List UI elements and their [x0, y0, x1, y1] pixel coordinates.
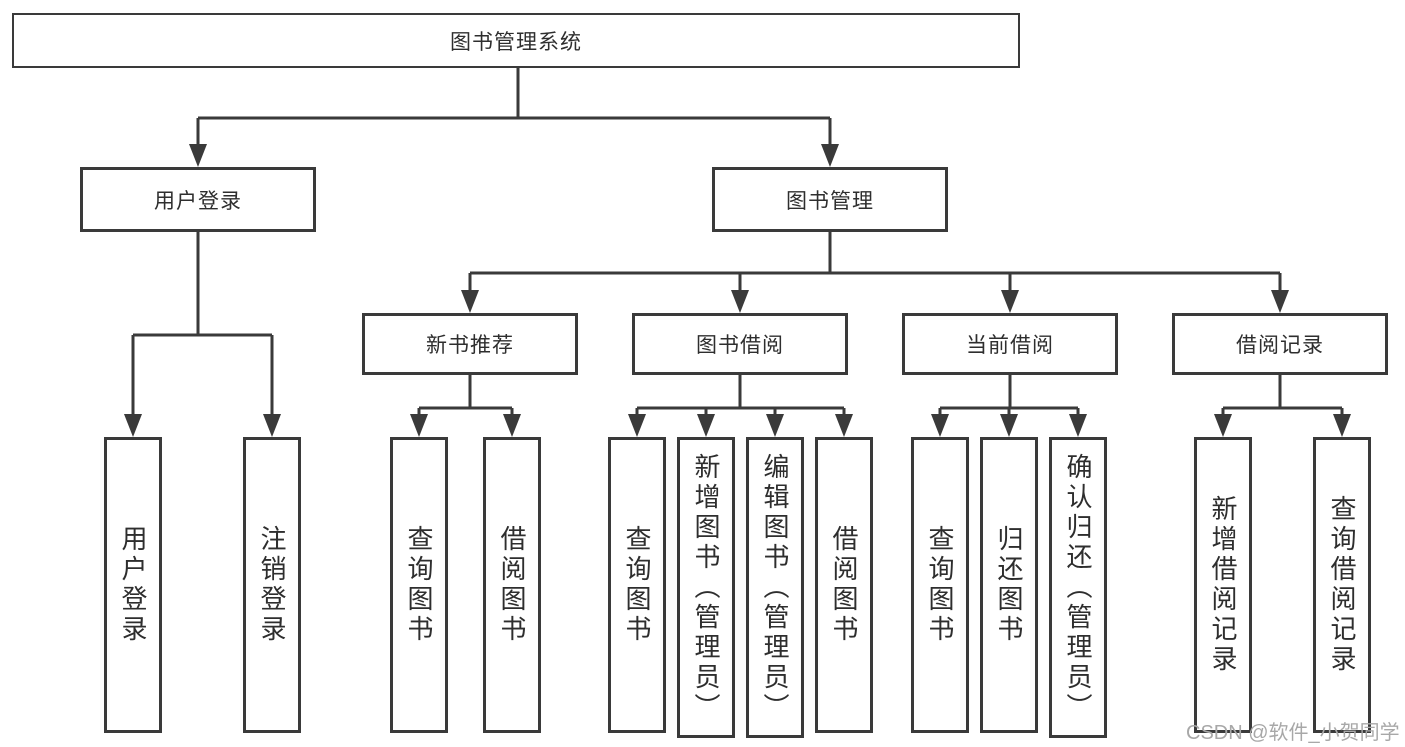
arrowhead — [1001, 290, 1019, 313]
leaf-add-books-admin: 新增图书（管理员） — [677, 437, 735, 738]
connector-book-management-to-level3 — [461, 232, 1289, 313]
node-user-login: 用户登录 — [80, 167, 316, 232]
arrowhead — [731, 290, 749, 313]
arrowhead — [1271, 290, 1289, 313]
connector-current-borrowing-to-children — [931, 375, 1087, 437]
arrowhead — [1069, 414, 1087, 437]
leaf-user-login: 用户登录 — [104, 437, 162, 733]
arrowhead — [1333, 414, 1351, 437]
node-new-book-recommend: 新书推荐 — [362, 313, 578, 375]
leaf-edit-books-admin: 编辑图书（管理员） — [746, 437, 804, 738]
leaf-return-books: 归还图书 — [980, 437, 1038, 733]
leaf-borrow-books-recommend: 借阅图书 — [483, 437, 541, 733]
arrowhead — [835, 414, 853, 437]
connector-book-borrowing-to-children — [628, 375, 853, 437]
leaf-query-borrow-record: 查询借阅记录 — [1313, 437, 1371, 733]
arrowhead — [766, 414, 784, 437]
node-book-management: 图书管理 — [712, 167, 948, 232]
watermark: CSDN @软件_小贺同学 — [1186, 722, 1400, 744]
leaf-logout-login: 注销登录 — [243, 437, 301, 733]
connector-user-login-to-children — [124, 232, 281, 437]
arrowhead — [263, 414, 281, 437]
arrowhead — [628, 414, 646, 437]
arrowhead — [1214, 414, 1232, 437]
arrowhead — [1000, 414, 1018, 437]
arrowhead — [821, 144, 839, 167]
leaf-confirm-return-admin: 确认归还（管理员） — [1049, 437, 1107, 738]
arrowhead — [931, 414, 949, 437]
leaf-borrow-books-borrowing: 借阅图书 — [815, 437, 873, 733]
connector-borrowing-records-to-children — [1214, 375, 1351, 437]
arrowhead — [461, 290, 479, 313]
arrowhead — [503, 414, 521, 437]
node-borrowing-records: 借阅记录 — [1172, 313, 1388, 375]
leaf-query-books-recommend: 查询图书 — [390, 437, 448, 733]
arrowhead — [697, 414, 715, 437]
arrowhead — [124, 414, 142, 437]
arrowhead — [189, 144, 207, 167]
node-book-borrowing: 图书借阅 — [632, 313, 848, 375]
leaf-query-books-current: 查询图书 — [911, 437, 969, 733]
leaf-add-borrow-record: 新增借阅记录 — [1194, 437, 1252, 733]
arrowhead — [410, 414, 428, 437]
connector-new-book-recommend-to-children — [410, 375, 521, 437]
connector-root-to-level2 — [189, 68, 839, 167]
node-library-management-system: 图书管理系统 — [12, 13, 1020, 68]
leaf-query-books-borrowing: 查询图书 — [608, 437, 666, 733]
node-current-borrowing: 当前借阅 — [902, 313, 1118, 375]
